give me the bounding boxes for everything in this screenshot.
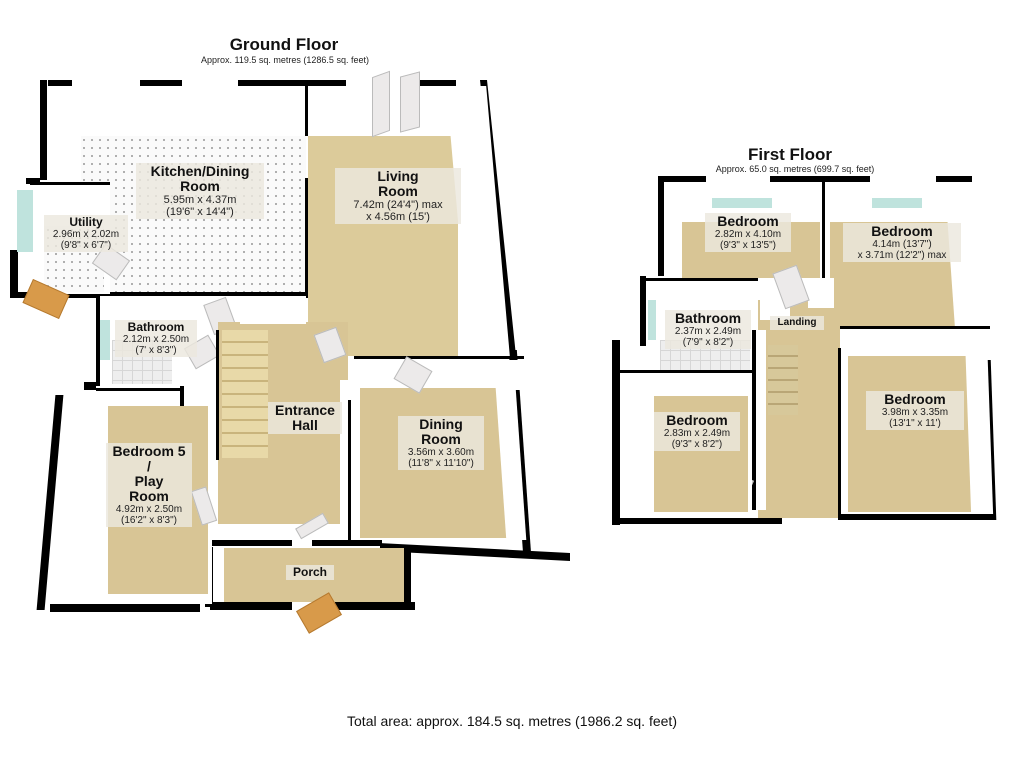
room-name: Living — [377, 168, 419, 184]
room-label-utility: Utility 2.96m x 2.02m (9'8" x 6'7") — [44, 215, 128, 252]
room-dimensions: 5.95m x 4.37m — [163, 194, 237, 206]
room-dimensions: (9'3" x 8'2") — [671, 439, 723, 450]
room-label-ff-bedroom-3: Bedroom 3.98m x 3.35m (13'1" x 11') — [866, 391, 964, 430]
room-dimensions: 2.82m x 4.10m — [714, 229, 782, 240]
room-name: Entrance — [275, 402, 335, 418]
room-label-porch: Porch — [286, 565, 334, 580]
ff-bedroom3-floor — [848, 356, 976, 512]
room-name: Bedroom — [871, 223, 933, 239]
room-name: / — [147, 458, 151, 474]
room-dimensions: 2.12m x 2.50m — [122, 334, 190, 345]
room-name: Room — [180, 178, 220, 194]
ground-floor-area: Approx. 119.5 sq. metres (1286.5 sq. fee… — [201, 55, 369, 65]
room-dimensions: 2.96m x 2.02m — [52, 229, 120, 240]
room-dimensions: (16'2" x 8'3") — [121, 515, 177, 526]
room-label-entrance-hall: Entrance Hall — [268, 402, 342, 434]
room-label-ground-bathroom: Bathroom 2.12m x 2.50m (7' x 8'3") — [115, 320, 197, 357]
room-label-living-room: Living Room 7.42m (24'4") max x 4.56m (1… — [335, 168, 461, 224]
ground-floor-title: Ground Floor — [229, 35, 339, 54]
room-dimensions: (9'8" x 6'7") — [60, 240, 112, 251]
room-name: Bathroom — [674, 310, 742, 326]
total-area: Total area: approx. 184.5 sq. metres (19… — [347, 713, 677, 729]
room-dimensions: 2.83m x 2.49m — [663, 428, 731, 439]
room-name: Hall — [292, 417, 318, 433]
room-name: Bathroom — [127, 320, 185, 334]
room-dimensions: 7.42m (24'4") max — [353, 199, 443, 211]
room-dimensions: 4.14m (13'7") — [872, 239, 932, 250]
room-dimensions: 3.98m x 3.35m — [881, 407, 949, 418]
room-dimensions: x 3.71m (12'2") max — [857, 250, 947, 261]
room-name: Room — [378, 183, 418, 199]
room-name: Landing — [777, 317, 817, 328]
room-name: Room — [129, 488, 169, 504]
room-name: Room — [421, 431, 461, 447]
room-name: Utility — [69, 215, 103, 229]
first-floor-staircase — [768, 345, 798, 415]
first-floor-area: Approx. 65.0 sq. metres (699.7 sq. feet) — [715, 164, 875, 174]
room-label-landing: Landing — [770, 316, 824, 330]
room-label-ff-bedroom-2: Bedroom 4.14m (13'7") x 3.71m (12'2") ma… — [843, 223, 961, 262]
room-label-ff-bedroom-1: Bedroom 2.82m x 4.10m (9'3" x 13'5") — [705, 213, 791, 252]
room-name: Kitchen/Dining — [150, 163, 250, 179]
room-name: Bedroom — [884, 391, 946, 407]
room-dimensions: 2.37m x 2.49m — [674, 326, 742, 337]
room-label-ff-bathroom: Bathroom 2.37m x 2.49m (7'9" x 8'2") — [665, 310, 751, 349]
room-dimensions: (9'3" x 13'5") — [720, 240, 776, 251]
room-name: Play — [134, 473, 164, 489]
first-floor-title: First Floor — [747, 145, 833, 164]
room-dimensions: (7'9" x 8'2") — [682, 337, 734, 348]
room-dimensions: (13'1" x 11') — [889, 418, 941, 429]
room-name: Porch — [292, 565, 327, 579]
room-name: Bedroom — [666, 412, 728, 428]
room-dimensions: 3.56m x 3.60m — [407, 447, 475, 458]
room-name: Bedroom 5 — [112, 443, 186, 459]
room-label-ff-bedroom-4: Bedroom 2.83m x 2.49m (9'3" x 8'2") — [654, 412, 740, 451]
staircase — [222, 330, 268, 458]
room-label-kitchen-dining: Kitchen/Dining Room 5.95m x 4.37m (19'6"… — [136, 163, 264, 219]
room-name: Bedroom — [717, 213, 779, 229]
room-dimensions: (19'6" x 14'4") — [166, 206, 234, 218]
room-dimensions: x 4.56m (15') — [366, 211, 430, 223]
room-name: Dining — [419, 416, 463, 432]
room-dimensions: (7' x 8'3") — [135, 345, 177, 356]
room-label-dining-room: Dining Room 3.56m x 3.60m (11'8" x 11'10… — [398, 416, 484, 470]
room-dimensions: (11'8" x 11'10") — [408, 458, 474, 469]
room-dimensions: 4.92m x 2.50m — [115, 504, 183, 515]
room-label-bedroom5-play-room: Bedroom 5 / Play Room 4.92m x 2.50m (16'… — [106, 443, 192, 527]
